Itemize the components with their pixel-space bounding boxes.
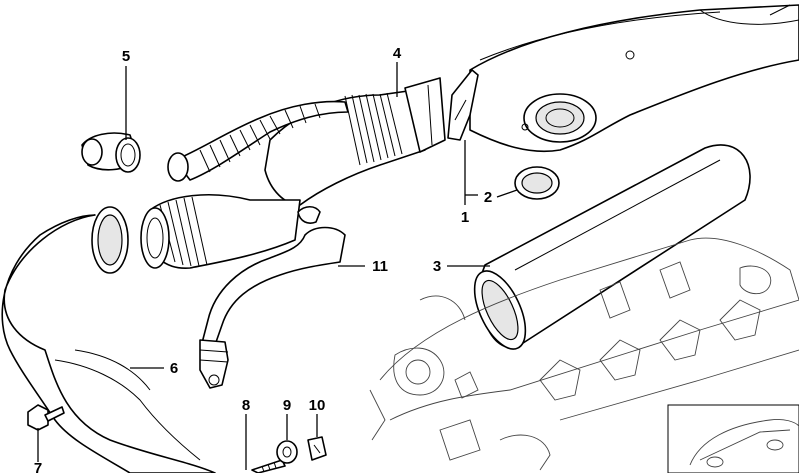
callout-6: 6 (170, 360, 178, 377)
callout-7: 7 (34, 460, 42, 473)
breather-hose (167, 100, 349, 182)
bolt (27, 404, 65, 431)
callout-3: 3 (433, 258, 441, 275)
callout-4: 4 (393, 45, 402, 62)
clip-nut (307, 436, 327, 461)
callout-8: 8 (242, 397, 250, 414)
callout-9: 9 (283, 397, 291, 414)
callout-11: 11 (372, 258, 388, 275)
callout-1: 1 (461, 209, 469, 226)
leader-2 (496, 189, 518, 198)
vehicle-thumbnail (667, 404, 799, 473)
callout-2: 2 (484, 189, 492, 206)
screw (251, 459, 286, 473)
intake-duct (447, 4, 799, 153)
corrugated-hose (140, 77, 446, 269)
intake-manifold (369, 237, 799, 471)
breather-pipe (199, 205, 346, 389)
coupling-sleeve (81, 132, 141, 173)
intake-pipe (1, 206, 216, 473)
sealing-ring (514, 166, 560, 200)
callout-10: 10 (309, 397, 326, 414)
leader-lines (37, 62, 518, 470)
air-filter-element (473, 144, 751, 350)
callouts: 5 4 2 1 3 11 6 8 9 10 7 (34, 45, 492, 473)
washer (276, 440, 298, 464)
callout-5: 5 (122, 48, 130, 65)
